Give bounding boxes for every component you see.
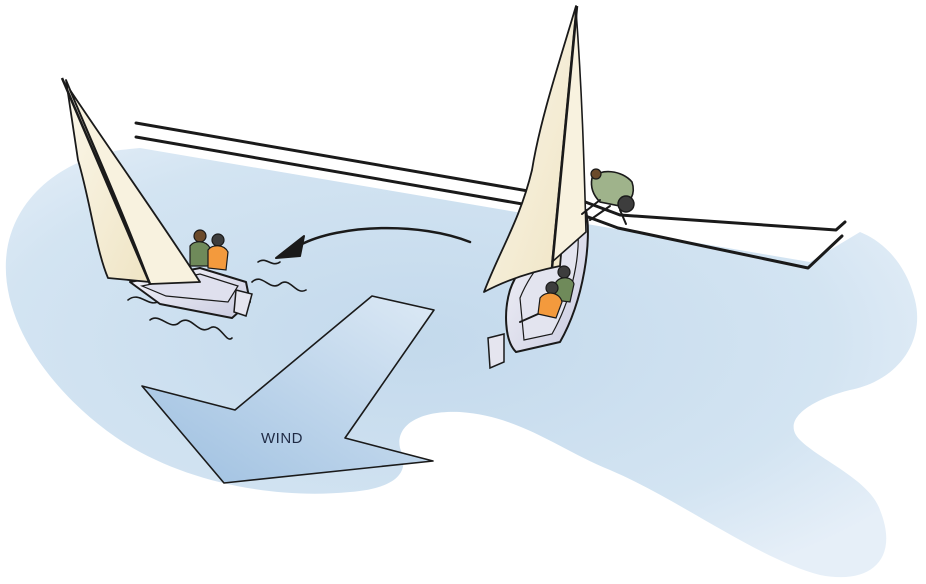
- person-icon: [581, 168, 635, 225]
- dock: [134, 121, 847, 270]
- dock-edge-outer: [134, 121, 847, 232]
- sailor: [207, 233, 229, 271]
- sailor: [519, 281, 563, 323]
- wind-label: WIND: [261, 430, 303, 447]
- departing-boat: [60, 77, 307, 340]
- docked-boat: [483, 5, 589, 370]
- wind-arrow-icon: WIND: [141, 295, 435, 484]
- curved-arrow-icon: [275, 226, 472, 259]
- dock-edge-inner: [134, 135, 844, 270]
